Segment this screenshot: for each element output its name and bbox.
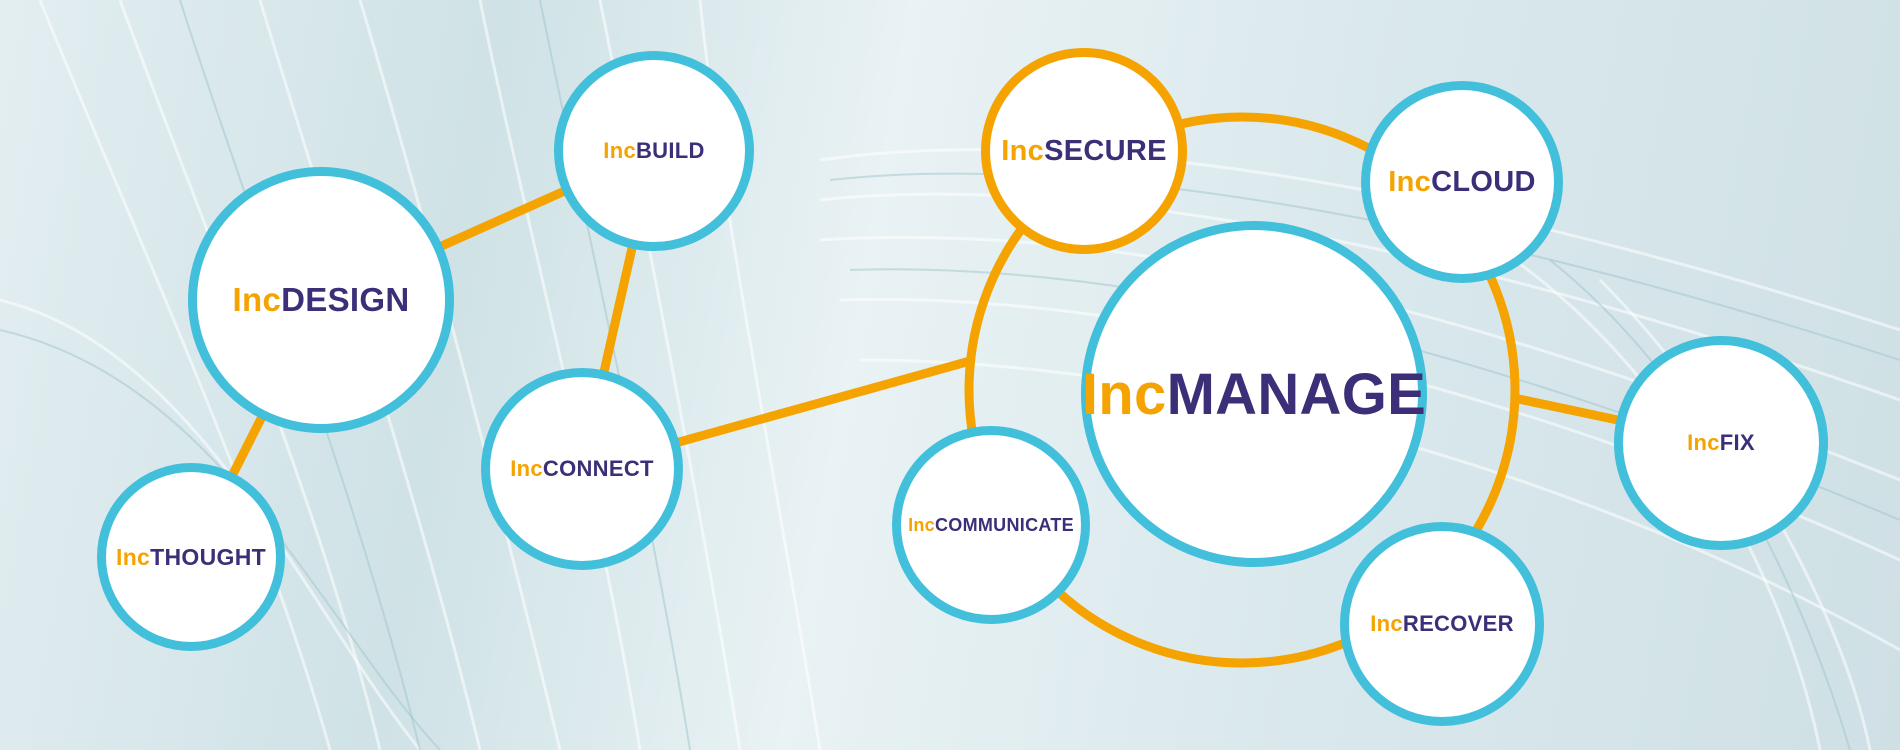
node-prefix: Inc	[1081, 361, 1167, 427]
node-prefix: Inc	[1001, 134, 1045, 167]
node-label: BUILD	[635, 138, 705, 163]
node-label: CLOUD	[1431, 165, 1536, 198]
manage-ring	[964, 112, 1520, 668]
node-label: THOUGHT	[150, 543, 266, 570]
node-prefix: Inc	[603, 138, 636, 163]
node-label: RECOVER	[1402, 611, 1514, 636]
node-label: DESIGN	[281, 281, 410, 318]
node-prefix: Inc	[510, 456, 543, 481]
node-label: MANAGE	[1166, 361, 1427, 427]
node-prefix: Inc	[116, 543, 151, 570]
node-label: SECURE	[1044, 134, 1167, 167]
node-prefix: Inc	[908, 514, 935, 535]
node-prefix: Inc	[1370, 611, 1403, 636]
node-label: FIX	[1719, 430, 1755, 455]
node-prefix: Inc	[1388, 165, 1432, 198]
node-label: CONNECT	[542, 456, 654, 481]
node-label: COMMUNICATE	[934, 514, 1074, 535]
node-prefix: Inc	[1687, 430, 1720, 455]
node-prefix: Inc	[232, 281, 282, 318]
